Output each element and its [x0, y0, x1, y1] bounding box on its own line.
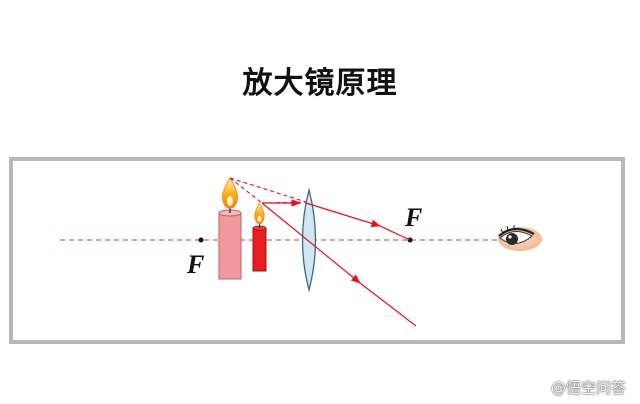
page-title: 放大镜原理 [242, 66, 398, 101]
candle-large [218, 177, 242, 280]
watermark: @悟空问答 [523, 377, 626, 398]
focal-point-left [198, 237, 204, 243]
convex-lens [301, 187, 317, 293]
focal-label-right: F [404, 203, 422, 232]
watermark-text: @悟空问答 [550, 379, 626, 397]
candle-small [252, 202, 267, 272]
focal-label-left: F [186, 250, 204, 279]
diagram-frame [9, 157, 625, 344]
eye-icon [498, 225, 542, 251]
real-rays [261, 199, 417, 327]
watermark-logo-icon [524, 379, 546, 396]
